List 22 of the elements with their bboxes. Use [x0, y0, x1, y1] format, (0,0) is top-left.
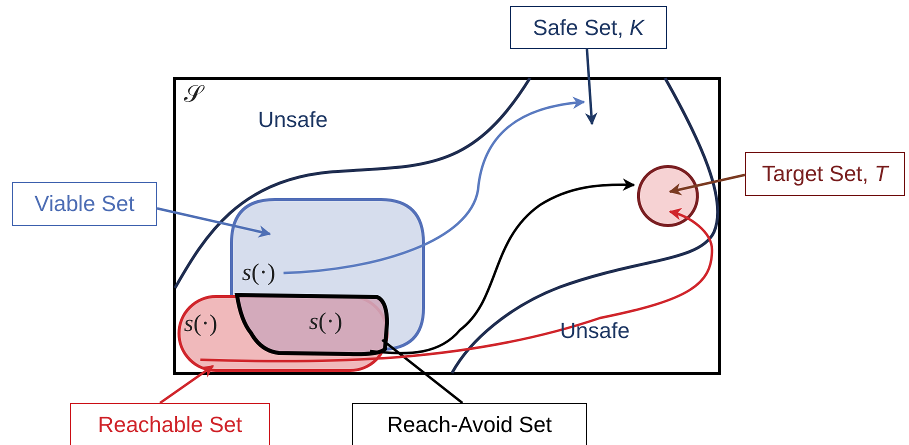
leader-line: [585, 48, 598, 126]
reach-avoid-region: [235, 293, 391, 357]
reachable-region: [178, 295, 389, 372]
target-circle: [637, 165, 699, 227]
trajectory-arrow: [200, 208, 714, 362]
region-label: Unsafe: [258, 107, 328, 133]
leader-line: [159, 364, 214, 404]
callout-label: Reachable Set: [70, 403, 270, 445]
callout-label: Safe Set, K: [510, 6, 667, 49]
state-label: s(·): [242, 260, 276, 287]
region-label: Unsafe: [560, 318, 630, 344]
trajectory-arrow: [370, 178, 636, 354]
trajectory-arrow: [283, 96, 586, 274]
state-label: s(·): [309, 309, 342, 336]
state-space-frame: [173, 77, 721, 375]
space-symbol: 𝒮: [184, 82, 203, 109]
leader-line: [668, 174, 746, 196]
callout-label: Reach-Avoid Set: [352, 403, 587, 445]
callout-label: Viable Set: [12, 182, 157, 226]
state-label: s(·): [184, 311, 218, 338]
callout-label: Target Set, T: [745, 152, 905, 196]
leader-line: [381, 338, 464, 404]
